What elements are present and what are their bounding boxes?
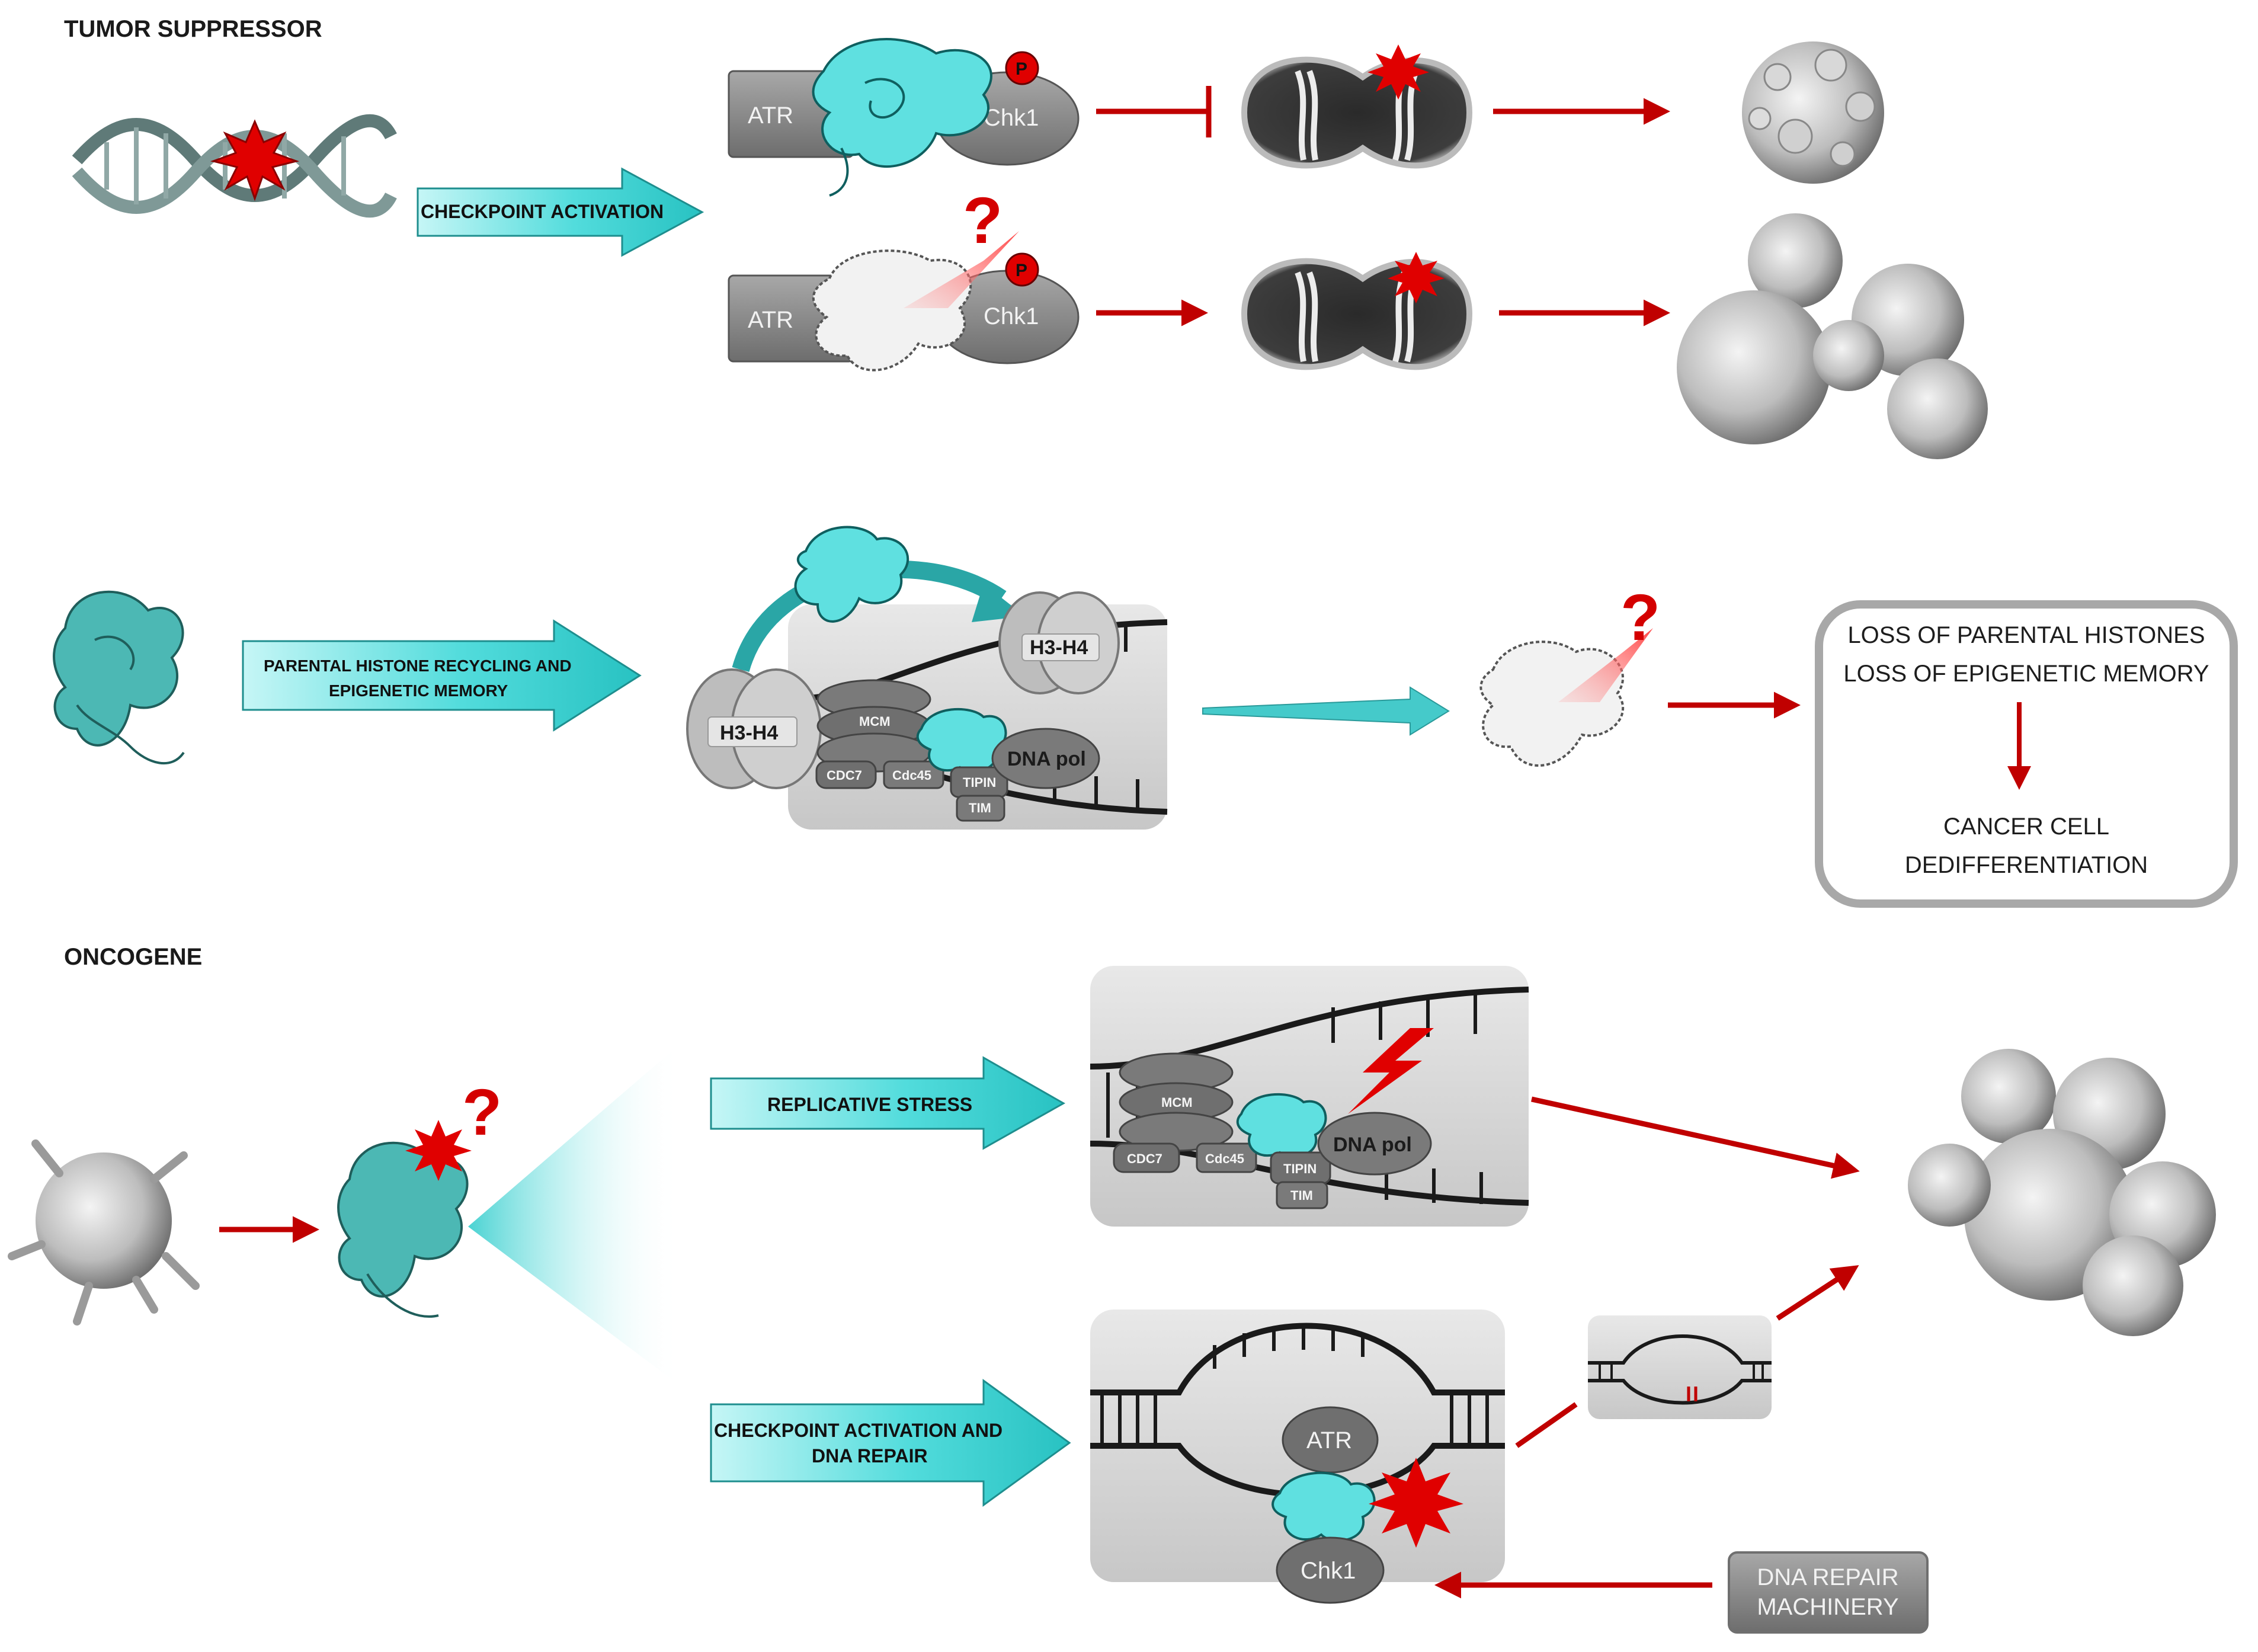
protein-structure-teal-icon xyxy=(53,590,185,764)
dna-repair-mini-panel xyxy=(1588,1315,1772,1419)
tim-label: TIM xyxy=(1290,1188,1313,1203)
dividing-cell-proceeding xyxy=(1241,252,1473,370)
phospho-label: P xyxy=(1016,59,1027,79)
checkpoint-activation-arrow: CHECKPOINT ACTIVATION xyxy=(417,167,704,257)
repair-box-line2: MACHINERY xyxy=(1757,1594,1898,1620)
tim-label: TIM xyxy=(969,801,991,815)
red-beam-icon xyxy=(1558,628,1653,702)
histone-recycling-arrow: PARENTAL HISTONE RECYCLING AND EPIGENETI… xyxy=(242,619,642,732)
outcome-line2: LOSS OF EPIGENETIC MEMORY xyxy=(1843,661,2209,687)
teal-tapered-arrow xyxy=(1202,686,1450,736)
protein-structure-teal-icon xyxy=(1271,1471,1376,1542)
replicative-stress-label: REPLICATIVE STRESS xyxy=(767,1094,972,1115)
replication-fork-stressed-panel: MCM CDC7 Cdc45 TIPIN TIM DNA pol xyxy=(1090,966,1529,1227)
protein-structure-mutant-icon xyxy=(812,249,972,372)
atr-label: ATR xyxy=(748,103,793,129)
question-mark-icon: ? xyxy=(1620,581,1660,654)
repair-box-line1: DNA REPAIR xyxy=(1757,1564,1898,1590)
damage-burst-icon xyxy=(405,1120,472,1181)
inhibition-arrow xyxy=(1096,86,1212,137)
cdc7-label: CDC7 xyxy=(827,768,862,783)
outcome-line3: CANCER CELL xyxy=(1943,814,2109,840)
dendritic-cell xyxy=(8,1139,200,1326)
question-mark-icon: ? xyxy=(462,1076,502,1149)
chk1-label: Chk1 xyxy=(984,303,1039,329)
dividing-cell-arrested xyxy=(1241,44,1473,169)
mcm-label: MCM xyxy=(859,714,891,729)
h3h4-label: H3-H4 xyxy=(720,722,778,744)
atr-chk1-complex-defective: ATR Chk1 P ? xyxy=(728,184,1080,372)
protein-structure-teal-icon xyxy=(1236,1093,1327,1158)
red-arrow xyxy=(1531,1096,1860,1179)
cancer-cell-cluster xyxy=(1908,1049,2216,1336)
checkpoint-repair-label-line2: DNA REPAIR xyxy=(812,1445,928,1467)
red-arrow xyxy=(1776,1265,1859,1321)
tipin-label: TIPIN xyxy=(963,775,996,790)
replicative-stress-arrow: REPLICATIVE STRESS xyxy=(710,1056,1066,1150)
red-beam-icon xyxy=(904,231,1019,308)
chk1-label: Chk1 xyxy=(984,105,1039,131)
histone-h3h4-left: H3-H4 xyxy=(686,668,822,789)
outcome-line4: DEDIFFERENTIATION xyxy=(1905,852,2148,878)
atr-chk1-complex-active: ATR Chk1 P xyxy=(728,38,1080,197)
section-title-tumor-suppressor: TUMOR SUPPRESSOR xyxy=(64,16,322,42)
dna-bubble-panel: ATR Chk1 xyxy=(1090,1310,1505,1604)
checkpoint-activation-label: CHECKPOINT ACTIVATION xyxy=(421,201,664,222)
outcome-line1: LOSS OF PARENTAL HISTONES xyxy=(1847,622,2205,648)
outcome-box: LOSS OF PARENTAL HISTONES LOSS OF EPIGEN… xyxy=(1815,600,2238,908)
cdc45-label: Cdc45 xyxy=(892,768,931,783)
dna-pol-label: DNA pol xyxy=(1007,748,1086,770)
histone-recycling-label-line2: EPIGENETIC MEMORY xyxy=(329,681,508,700)
cancer-cell-cluster xyxy=(1677,213,1988,459)
protein-structure-teal-icon xyxy=(794,526,909,623)
mcm-label: MCM xyxy=(1161,1095,1193,1110)
damage-burst-icon xyxy=(1388,252,1445,303)
atr-label: ATR xyxy=(748,307,793,333)
protein-structure-mutant-icon: ? xyxy=(1479,581,1660,767)
red-arrow xyxy=(1515,1402,1578,1448)
chk1-label: Chk1 xyxy=(1301,1558,1356,1584)
checkpoint-repair-arrow: CHECKPOINT ACTIVATION AND DNA REPAIR xyxy=(710,1379,1071,1507)
histone-recycling-label-line1: PARENTAL HISTONE RECYCLING AND xyxy=(264,657,572,675)
atr-label: ATR xyxy=(1306,1427,1352,1453)
phospho-label: P xyxy=(1016,261,1027,280)
dna-pol-label: DNA pol xyxy=(1333,1134,1412,1156)
dna-helix-damaged xyxy=(72,114,397,218)
damage-burst-icon xyxy=(1367,44,1429,100)
protein-structure-teal-icon xyxy=(812,38,992,197)
histone-h3h4-right: H3-H4 xyxy=(998,591,1120,694)
cdc7-label: CDC7 xyxy=(1127,1151,1162,1166)
apoptotic-cell xyxy=(1742,41,1884,184)
teal-cone xyxy=(468,1043,681,1387)
section-title-oncogene: ONCOGENE xyxy=(64,944,202,970)
tipin-label: TIPIN xyxy=(1283,1161,1317,1176)
question-mark-icon: ? xyxy=(963,184,1003,257)
h3h4-label: H3-H4 xyxy=(1030,636,1088,659)
lightning-bolt-icon xyxy=(1348,1028,1434,1114)
protein-structure-teal-icon xyxy=(337,1141,469,1318)
damage-burst-icon xyxy=(210,119,300,201)
dna-repair-machinery-box: DNA REPAIR MACHINERY xyxy=(1728,1551,1929,1634)
replisome-complex: MCM CDC7 Cdc45 TIPIN TIM DNA pol xyxy=(815,679,1100,822)
cdc45-label: Cdc45 xyxy=(1205,1151,1244,1166)
checkpoint-repair-label-line1: CHECKPOINT ACTIVATION AND xyxy=(714,1420,1003,1441)
damage-burst-icon xyxy=(1369,1458,1463,1548)
